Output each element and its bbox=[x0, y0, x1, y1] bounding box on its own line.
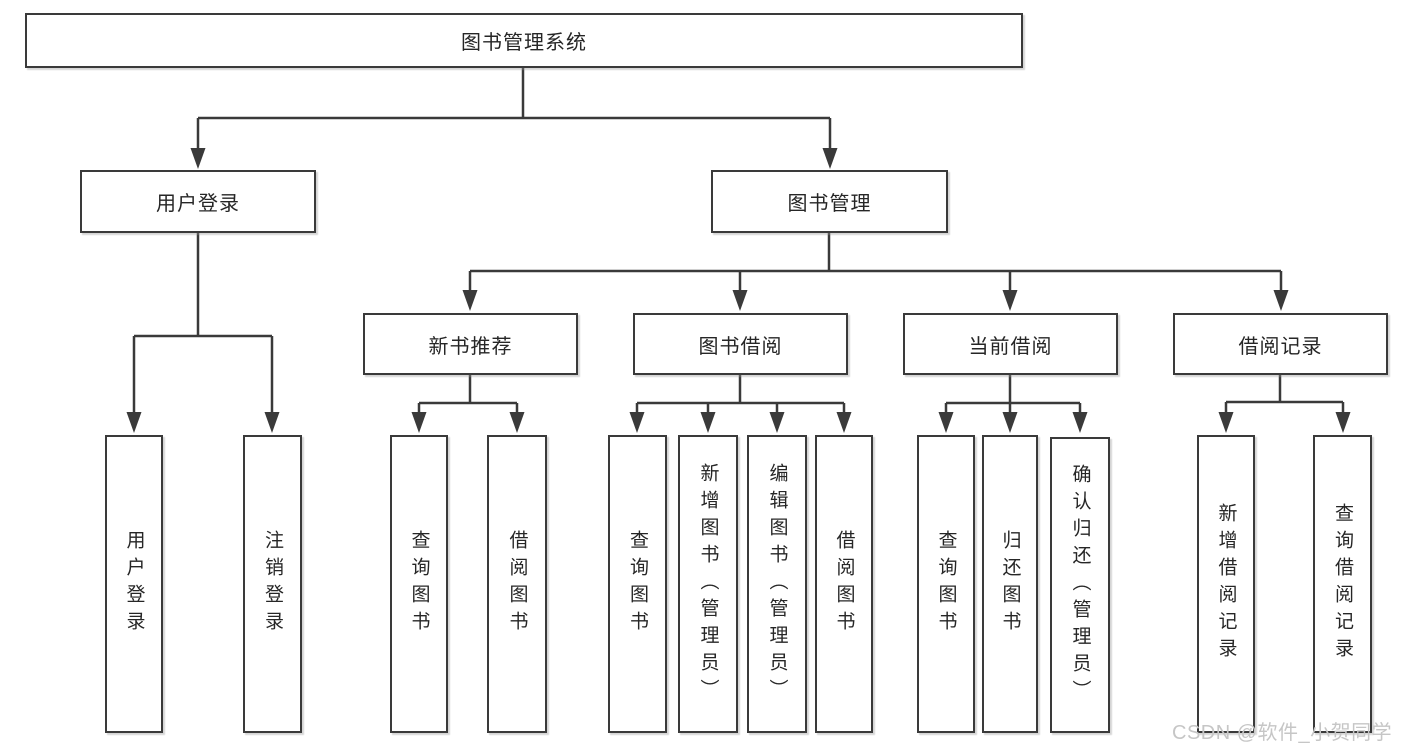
node-current-borrow: 当前借阅 bbox=[903, 313, 1118, 375]
node-label: 新增图书（管理员） bbox=[697, 462, 719, 706]
leaf-user-login: 用户登录 bbox=[105, 435, 163, 733]
node-label: 图书管理系统 bbox=[461, 32, 587, 54]
leaf-borrow-books: 借阅图书 bbox=[815, 435, 873, 733]
node-label: 新书推荐 bbox=[428, 335, 513, 358]
node-book-management-branch: 图书管理 bbox=[711, 170, 948, 233]
node-label: 图书借阅 bbox=[698, 335, 783, 358]
node-label: 注销登录 bbox=[262, 530, 283, 638]
leaf-confirm-return-admin: 确认归还（管理员） bbox=[1050, 437, 1110, 733]
leaf-query-books-current: 查询图书 bbox=[917, 435, 975, 733]
node-label: 图书管理 bbox=[787, 193, 872, 215]
node-label: 当前借阅 bbox=[968, 335, 1053, 358]
leaf-add-borrow-record: 新增借阅记录 bbox=[1197, 435, 1255, 733]
node-book-borrow: 图书借阅 bbox=[633, 313, 848, 375]
node-label: 确认归还（管理员） bbox=[1069, 463, 1091, 707]
node-label: 编辑图书（管理员） bbox=[766, 462, 788, 706]
leaf-edit-books-admin: 编辑图书（管理员） bbox=[747, 435, 807, 733]
node-label: 查询图书 bbox=[627, 530, 648, 638]
node-new-book-recommend: 新书推荐 bbox=[363, 313, 578, 375]
node-label: 查询图书 bbox=[408, 530, 430, 638]
leaf-borrow-books-recommend: 借阅图书 bbox=[487, 435, 547, 733]
leaf-add-books-admin: 新增图书（管理员） bbox=[678, 435, 738, 733]
node-label: 用户登录 bbox=[156, 193, 240, 215]
arrowheads bbox=[126, 148, 1351, 433]
node-label: 查询借阅记录 bbox=[1332, 503, 1353, 665]
leaf-logout: 注销登录 bbox=[243, 435, 302, 733]
node-label: 用户登录 bbox=[123, 530, 145, 638]
node-borrow-records: 借阅记录 bbox=[1173, 313, 1388, 375]
node-user-login-branch: 用户登录 bbox=[80, 170, 316, 233]
leaf-query-books-borrow: 查询图书 bbox=[608, 435, 667, 733]
node-label: 新增借阅记录 bbox=[1215, 503, 1237, 665]
node-label: 借阅图书 bbox=[833, 530, 855, 638]
node-system-root: 图书管理系统 bbox=[25, 13, 1023, 68]
node-label: 借阅图书 bbox=[506, 530, 528, 638]
leaf-query-borrow-record: 查询借阅记录 bbox=[1313, 435, 1372, 733]
node-label: 查询图书 bbox=[935, 530, 957, 638]
leaf-query-books-recommend: 查询图书 bbox=[390, 435, 448, 733]
leaf-return-books: 归还图书 bbox=[982, 435, 1038, 733]
csdn-watermark: CSDN @软件_小贺同学 bbox=[1172, 722, 1393, 744]
node-label: 归还图书 bbox=[999, 530, 1021, 638]
node-label: 借阅记录 bbox=[1238, 335, 1323, 358]
